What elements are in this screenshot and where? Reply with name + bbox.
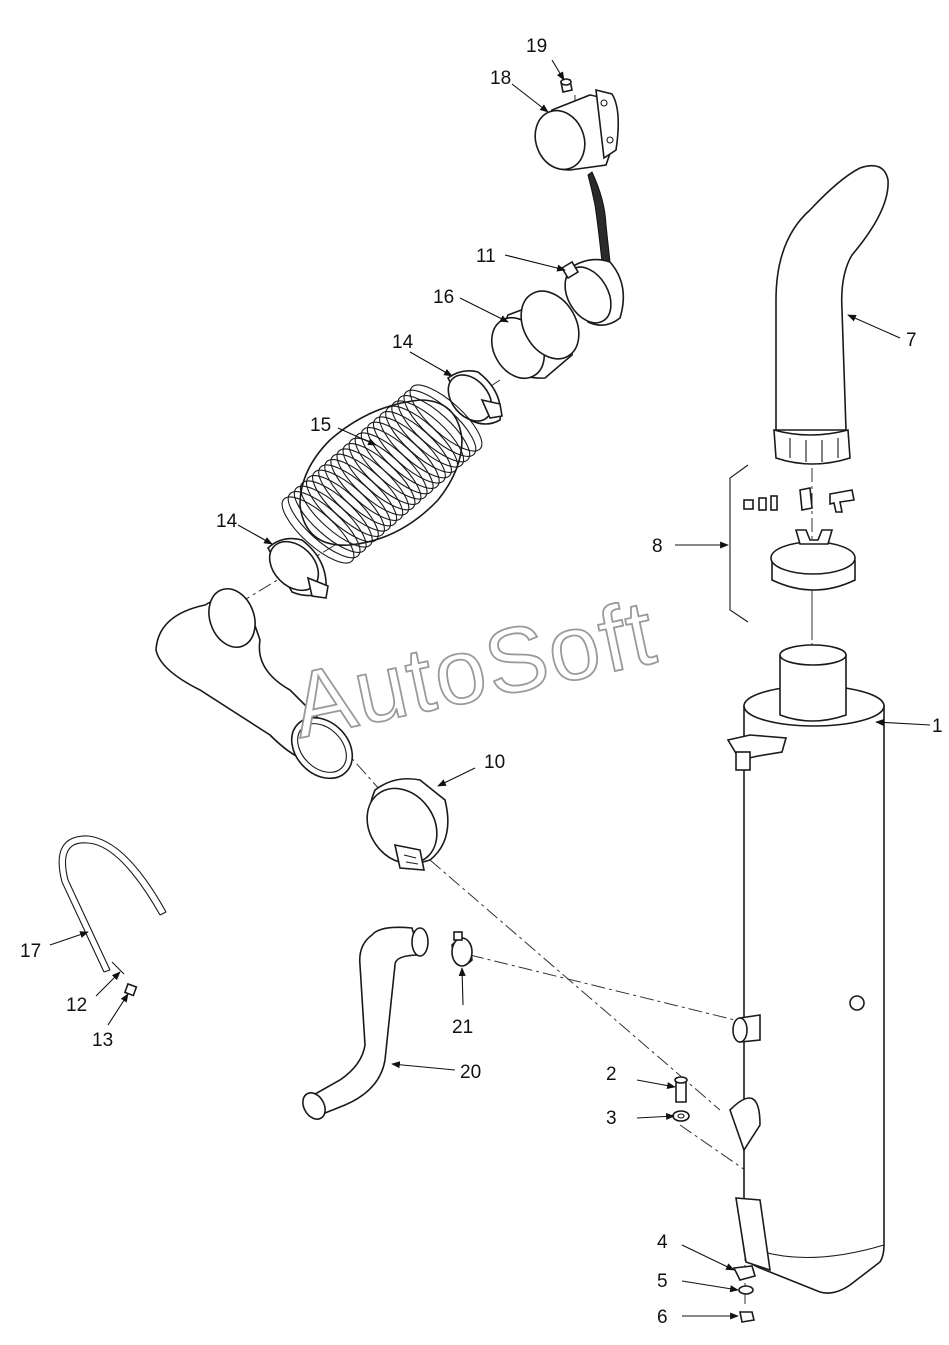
flex-bellows-part-15 [281,384,483,564]
band-clamp-part-11 [560,258,625,326]
flex-strap [587,171,611,263]
leader-lines [49,59,931,1320]
callout-12: 12 [66,995,87,1016]
callout-6: 6 [657,1307,668,1328]
callout-15: 15 [310,415,331,436]
callout-7: 7 [906,330,917,351]
bellows-rib [397,395,471,463]
callout-13: 13 [92,1030,113,1051]
clamp-kit-part-8 [729,464,856,623]
muffler-part-1 [726,644,885,1294]
clamp-part-14-upper [446,370,503,425]
callout-3: 3 [606,1108,617,1129]
callout-11: 11 [476,246,496,267]
nut-part-6 [739,1311,755,1323]
washer-part-3 [672,1110,690,1122]
clamp-part-10 [366,777,449,871]
bracket-part-4 [732,1265,757,1281]
bellows-rib [391,400,465,468]
bellows-rib [409,384,483,452]
callout-labels: 1 2 3 4 5 6 7 8 10 11 12 13 14 14 15 16 … [20,36,943,1328]
washer-part-5 [738,1285,754,1295]
callout-1: 1 [932,716,943,737]
bolt-part-19 [560,78,573,93]
callout-2: 2 [606,1064,617,1085]
adapter-pipe-part-16 [490,290,580,379]
callout-18: 18 [490,68,511,89]
callout-8: 8 [652,536,663,557]
callout-4: 4 [657,1232,668,1253]
bellows-rib [403,389,477,457]
callout-14-lower: 14 [216,511,238,532]
callout-17: 17 [20,941,41,962]
callout-16: 16 [433,287,454,308]
callout-5: 5 [657,1271,668,1292]
u-rod-part-17 [58,835,167,973]
clamp-part-14-lower [266,537,329,599]
washer-part-12 [111,961,125,975]
nut-part-13 [123,982,138,997]
watermark-text: AutoSoft [283,581,665,757]
callout-21: 21 [452,1017,473,1038]
callout-19: 19 [526,36,547,57]
small-clamp-part-21 [451,931,473,967]
bolt-part-2 [674,1076,688,1103]
flange-adapter-part-18 [534,88,620,171]
hose-part-20 [302,926,429,1120]
callout-20: 20 [460,1062,481,1083]
callout-14-upper: 14 [392,332,414,353]
stack-pipe-part-7 [773,164,889,465]
callout-10: 10 [484,752,505,773]
elbow-pipe [155,588,354,780]
